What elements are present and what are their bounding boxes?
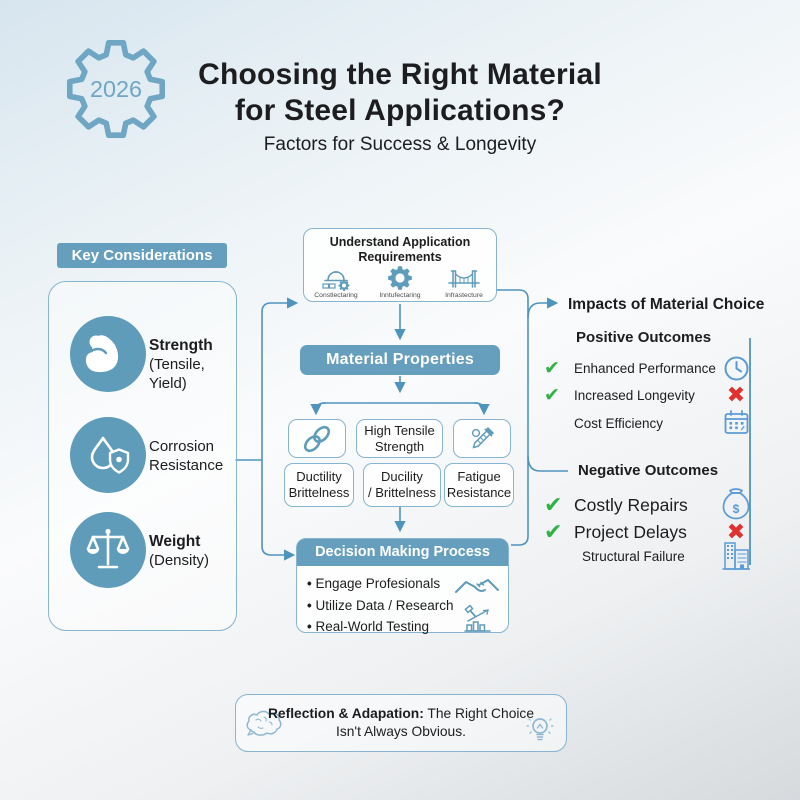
high-tensile-box: High Tensile Strength [356,419,443,458]
ductility-box: Ductility Brittelness [284,463,354,507]
positive-item-enhanced-performance: ✔ Enhanced Performance [544,354,752,382]
corrosion-label: Corrosion Resistance [149,438,224,474]
money-bag-icon: $ [722,488,750,520]
positive-item-increased-longevity: ✔ Increased Longevity ✖ [544,382,746,407]
key-considerations-heading: Key Considerations [57,243,227,268]
negative-item-project-delays: ✔ Project Delays ✖ [544,519,746,544]
page-subtitle: Factors for Success & Longevity [263,134,537,155]
construction-item: Constlectaring [304,267,367,299]
fatigue-box: Fatigue Resistance [444,463,514,507]
ducility-brittleness-box: Ducility / Brittelness [363,463,441,507]
decision-bullets: Engage Profesionals Utilize Data / Resea… [307,573,467,638]
chain-icon [303,425,331,452]
handshake-icon [455,579,499,593]
title-line-1: Choosing the Right Material [198,58,602,91]
clock-icon [724,356,748,380]
list-item: Engage Profesionals [307,573,467,595]
droplet-shield-icon [90,436,130,474]
corrosion-circle [70,417,146,493]
check-icon: ✔ [544,357,560,379]
red-x-icon: ✖ [726,382,746,407]
list-item: Real-World Testing [307,616,467,638]
red-x-icon: ✖ [726,519,746,544]
bicep-icon [85,335,119,373]
infrastructure-item: Infrastecture [432,267,495,299]
impacts-heading: Impacts of Material Choice [568,296,765,313]
decision-box: Decision Making Process Engage Profesion… [296,538,509,634]
manufacturing-item: Inntufectaring [368,265,431,299]
title-line-2: for Steel Applications? [234,94,566,127]
growth-chart-gavel-icon [464,605,491,632]
requirements-title: Understand Application Requirements [329,235,471,264]
lightbulb-icon [526,718,554,741]
positive-outcomes-heading: Positive Outcomes [576,329,712,346]
strength-circle [70,316,146,392]
bridge-icon [448,270,480,288]
check-icon: ✔ [544,492,563,517]
chain-box [288,419,346,458]
negative-item-structural-failure: Structural Failure [544,542,752,570]
hardhat-icon [322,271,350,291]
strength-label: Strength (Tensile, Yield) [149,337,213,392]
weight-label: Weight (Density) [149,533,210,569]
dollar-symbol: $ [733,502,740,516]
screw-icon [471,426,495,449]
year-label: 2026 [90,76,142,102]
requirements-box: Understand Application Requirements Cons… [303,228,497,302]
footer-bold: Reflection & Adapation: [267,706,424,721]
page-title: Choosing the Right Material for Steel Ap… [100,57,700,129]
footer-text: Reflection & Adapation: The Right Choice… [267,706,535,739]
footer-note-box: Reflection & Adapation: The Right Choice… [235,694,567,752]
weight-circle [70,512,146,588]
gear-year-badge: 2026 [60,33,172,145]
scale-icon [86,528,130,569]
check-icon: ✔ [544,519,563,544]
decision-heading: Decision Making Process [297,539,508,566]
building-icon [722,542,750,570]
gear-icon [388,266,412,290]
negative-outcomes-heading: Negative Outcomes [578,462,719,479]
requirements-icons-row: Constlectaring Inntufectaring Infrastect… [304,265,496,299]
calendar-icon [724,410,748,434]
screw-box [453,419,511,458]
list-item: Utilize Data / Research [307,595,467,617]
material-properties-bar: Material Properties [300,345,500,375]
negative-item-costly-repairs: ✔ Costly Repairs $ [544,488,752,521]
check-icon: ✔ [544,384,560,406]
positive-item-cost-efficiency: Cost Efficiency [544,409,752,437]
brain-icon [246,710,282,736]
